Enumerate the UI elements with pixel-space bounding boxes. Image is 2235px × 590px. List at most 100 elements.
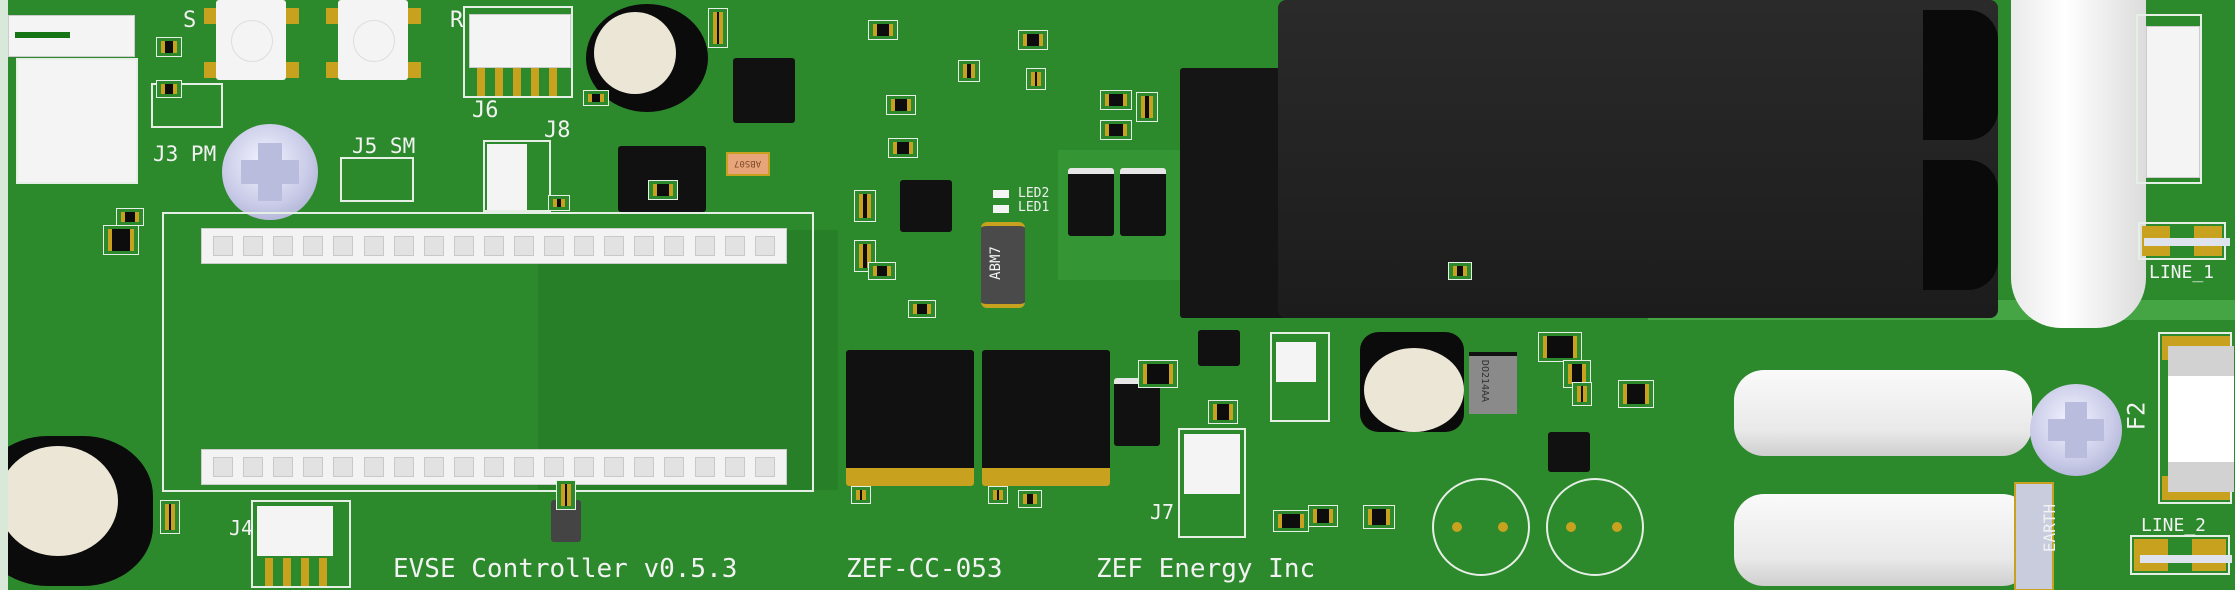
header-pin [393, 236, 414, 256]
smd-component [103, 225, 139, 255]
header-pin [694, 236, 715, 256]
mosfet [1198, 330, 1240, 366]
smd-component [854, 190, 876, 222]
smd-component [116, 208, 144, 226]
mosfet [1120, 168, 1166, 236]
fuse-f1 [2136, 14, 2202, 184]
smd-component [1618, 380, 1654, 408]
product-title: EVSE Controller v0.5.3 [393, 554, 738, 584]
smd-component [888, 138, 918, 158]
ic-soic16 [846, 350, 974, 486]
electrolytic-capacitor [8, 436, 153, 586]
label-j3: J3 PM [153, 142, 217, 166]
header-pin [213, 236, 234, 256]
crystal-abm7: ABM7 [981, 222, 1025, 308]
test-point[interactable] [1432, 478, 1530, 576]
label-j6: J6 [472, 98, 499, 123]
header-pin [303, 236, 324, 256]
relay-terminal [1923, 10, 1998, 140]
smd-component [548, 195, 570, 211]
header-pin [664, 457, 685, 477]
label-earth: EARTH [2040, 503, 2060, 553]
j5-header [340, 157, 414, 202]
header-pin [604, 457, 625, 477]
header-pin [483, 236, 504, 256]
ic-qfn [1548, 432, 1590, 472]
label-j5: J5 SM [352, 134, 416, 158]
test-point[interactable] [1546, 478, 1644, 576]
header-pin [754, 236, 775, 256]
ic-soic8 [618, 146, 706, 212]
label-j8: J8 [544, 118, 571, 143]
label-j7: J7 [1150, 500, 1175, 524]
pin-header-bottom[interactable] [201, 449, 787, 485]
smd-component [708, 8, 728, 48]
company-name: ZEF Energy Inc [1096, 554, 1316, 584]
copper-zone [538, 230, 838, 490]
button-r[interactable] [326, 0, 421, 88]
header-pin [694, 457, 715, 477]
label-f2: F2 [2122, 401, 2151, 431]
smd-component [868, 262, 896, 280]
smd-component [1018, 30, 1048, 50]
header-pin [754, 457, 775, 477]
smd-component [1100, 90, 1132, 110]
led1 [993, 205, 1009, 213]
label-j4: J4 [229, 516, 254, 540]
smd-component [1538, 332, 1582, 362]
header-pin [634, 457, 655, 477]
module-connector [16, 58, 138, 184]
header-pin [513, 457, 534, 477]
electrolytic-capacitor [1360, 332, 1464, 432]
usb-connector [8, 15, 135, 57]
line2-terminal[interactable] [2130, 535, 2232, 575]
mounting-screw [2030, 384, 2122, 476]
relay-terminal [1923, 160, 1998, 290]
smd-component [1572, 382, 1592, 406]
header-pin [303, 457, 324, 477]
header-pin [664, 236, 685, 256]
smd-component [160, 500, 180, 534]
smd-component [156, 80, 182, 98]
smd-component [556, 480, 576, 510]
header-pin [483, 457, 504, 477]
button-s[interactable] [204, 0, 299, 88]
header-pin [453, 236, 474, 256]
smd-component [1273, 510, 1309, 532]
label-line2: LINE_2 [2141, 515, 2207, 536]
j8-connector [483, 140, 551, 212]
header-pin [333, 236, 354, 256]
header-pin [273, 236, 294, 256]
ic-soic16 [982, 350, 1110, 486]
j6-connector [463, 6, 573, 98]
smd-component [1363, 505, 1395, 529]
j3-header [151, 83, 223, 128]
header-pin [393, 457, 414, 477]
header-pin [243, 457, 264, 477]
common-mode-choke [1734, 370, 2032, 456]
smd-component [851, 486, 871, 504]
diode-smb: DO214AA [1469, 352, 1517, 414]
mounting-screw [222, 124, 318, 220]
mosfet [1114, 378, 1160, 446]
microcontroller-qfn [900, 180, 952, 232]
header-pin [333, 457, 354, 477]
smd-component [886, 95, 916, 115]
pin-header-top[interactable] [201, 228, 787, 264]
crystal-abs07: ABS07 [726, 152, 770, 176]
part-number: ZEF-CC-053 [846, 554, 1003, 584]
header-pin [363, 236, 384, 256]
smd-component [1308, 505, 1338, 527]
module-outline [162, 212, 814, 492]
led2 [993, 190, 1009, 198]
smd-component [958, 60, 980, 82]
header-pin [544, 236, 565, 256]
header-pin [724, 457, 745, 477]
smd-component [868, 20, 898, 40]
header-pin [213, 457, 234, 477]
line1-terminal[interactable] [2138, 222, 2230, 260]
smd-component [1136, 92, 1158, 122]
header-pin [634, 236, 655, 256]
smd-component [1208, 400, 1238, 424]
smd-component [1026, 68, 1046, 90]
